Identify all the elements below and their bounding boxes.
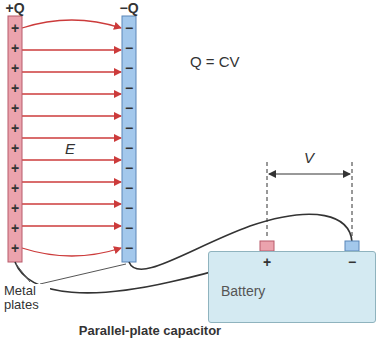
terminal-sign: +: [263, 255, 271, 270]
plus-sign: +: [11, 181, 19, 196]
plus-sign: +: [11, 241, 19, 256]
field-line: [22, 20, 121, 28]
minus-sign: −: [125, 121, 133, 136]
voltage-arrow: [269, 174, 350, 175]
positive-plate: [8, 16, 22, 262]
plus-sign: +: [11, 61, 19, 76]
positive-terminal: [260, 241, 274, 251]
dashed-line: [352, 162, 353, 238]
leader-line: [40, 264, 126, 284]
charge-label: +Q: [5, 1, 24, 16]
minus-sign: −: [125, 101, 133, 116]
plus-sign: +: [11, 21, 19, 36]
dashed-line: [267, 162, 268, 238]
field-line: [22, 137, 121, 138]
field-line: [22, 225, 121, 226]
negative-terminal: [345, 241, 359, 251]
field-line: [22, 159, 121, 160]
plus-sign: +: [11, 81, 19, 96]
field-line: [22, 93, 121, 94]
minus-sign: −: [125, 41, 133, 56]
minus-sign: −: [125, 241, 133, 256]
plus-sign: +: [11, 201, 19, 216]
plus-sign: +: [11, 141, 19, 156]
minus-sign: −: [125, 61, 133, 76]
minus-sign: −: [125, 181, 133, 196]
plus-sign: +: [11, 41, 19, 56]
field-line: [22, 248, 121, 256]
plus-sign: +: [11, 121, 19, 136]
equation: Q = CV: [190, 54, 240, 71]
plus-sign: +: [11, 221, 19, 236]
terminal-sign: −: [348, 255, 356, 270]
field-line: [22, 203, 121, 204]
battery-label: Battery: [221, 283, 265, 299]
minus-sign: −: [125, 161, 133, 176]
voltage-label: V: [302, 150, 316, 167]
minus-sign: −: [125, 81, 133, 96]
field-line: [22, 49, 121, 50]
part-label: Metal plates: [4, 284, 50, 313]
minus-sign: −: [125, 221, 133, 236]
minus-sign: −: [125, 201, 133, 216]
caption: Parallel-plate capacitor: [79, 323, 221, 338]
field-label: E: [63, 141, 77, 158]
plus-sign: +: [11, 101, 19, 116]
field-line: [22, 71, 121, 72]
negative-plate: [122, 16, 136, 262]
minus-sign: −: [125, 21, 133, 36]
minus-sign: −: [125, 141, 133, 156]
plus-sign: +: [11, 161, 19, 176]
charge-label: −Q: [119, 1, 138, 16]
field-line: [22, 181, 121, 182]
field-lines: [22, 20, 121, 256]
field-line: [22, 115, 121, 116]
leader-line: [16, 264, 30, 282]
